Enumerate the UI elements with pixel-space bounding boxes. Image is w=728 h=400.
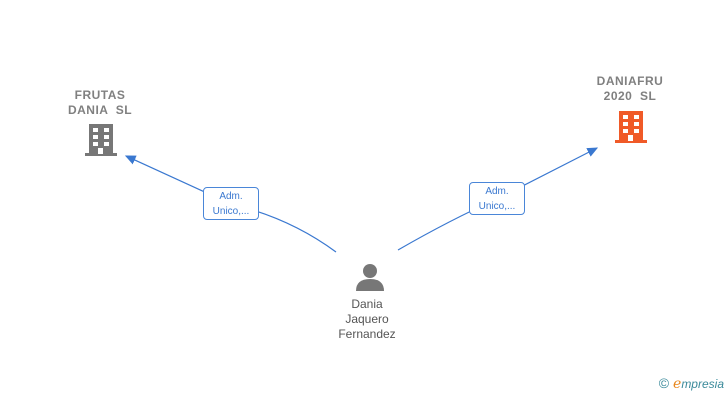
company-label-right[interactable]: DANIAFRU 2020 SL bbox=[596, 74, 664, 103]
relation-label-left[interactable]: Adm. Unico,... bbox=[203, 187, 259, 220]
building-icon[interactable] bbox=[615, 111, 647, 143]
person-label[interactable]: Dania Jaquero Fernandez bbox=[338, 297, 396, 341]
copyright-icon: © bbox=[658, 375, 670, 391]
company-label-left[interactable]: FRUTAS DANIA SL bbox=[67, 88, 133, 117]
building-icon[interactable] bbox=[85, 124, 117, 156]
person-icon[interactable] bbox=[356, 264, 384, 291]
empresia-logo: © empresia bbox=[658, 375, 724, 392]
relation-label-right[interactable]: Adm. Unico,... bbox=[469, 182, 525, 215]
